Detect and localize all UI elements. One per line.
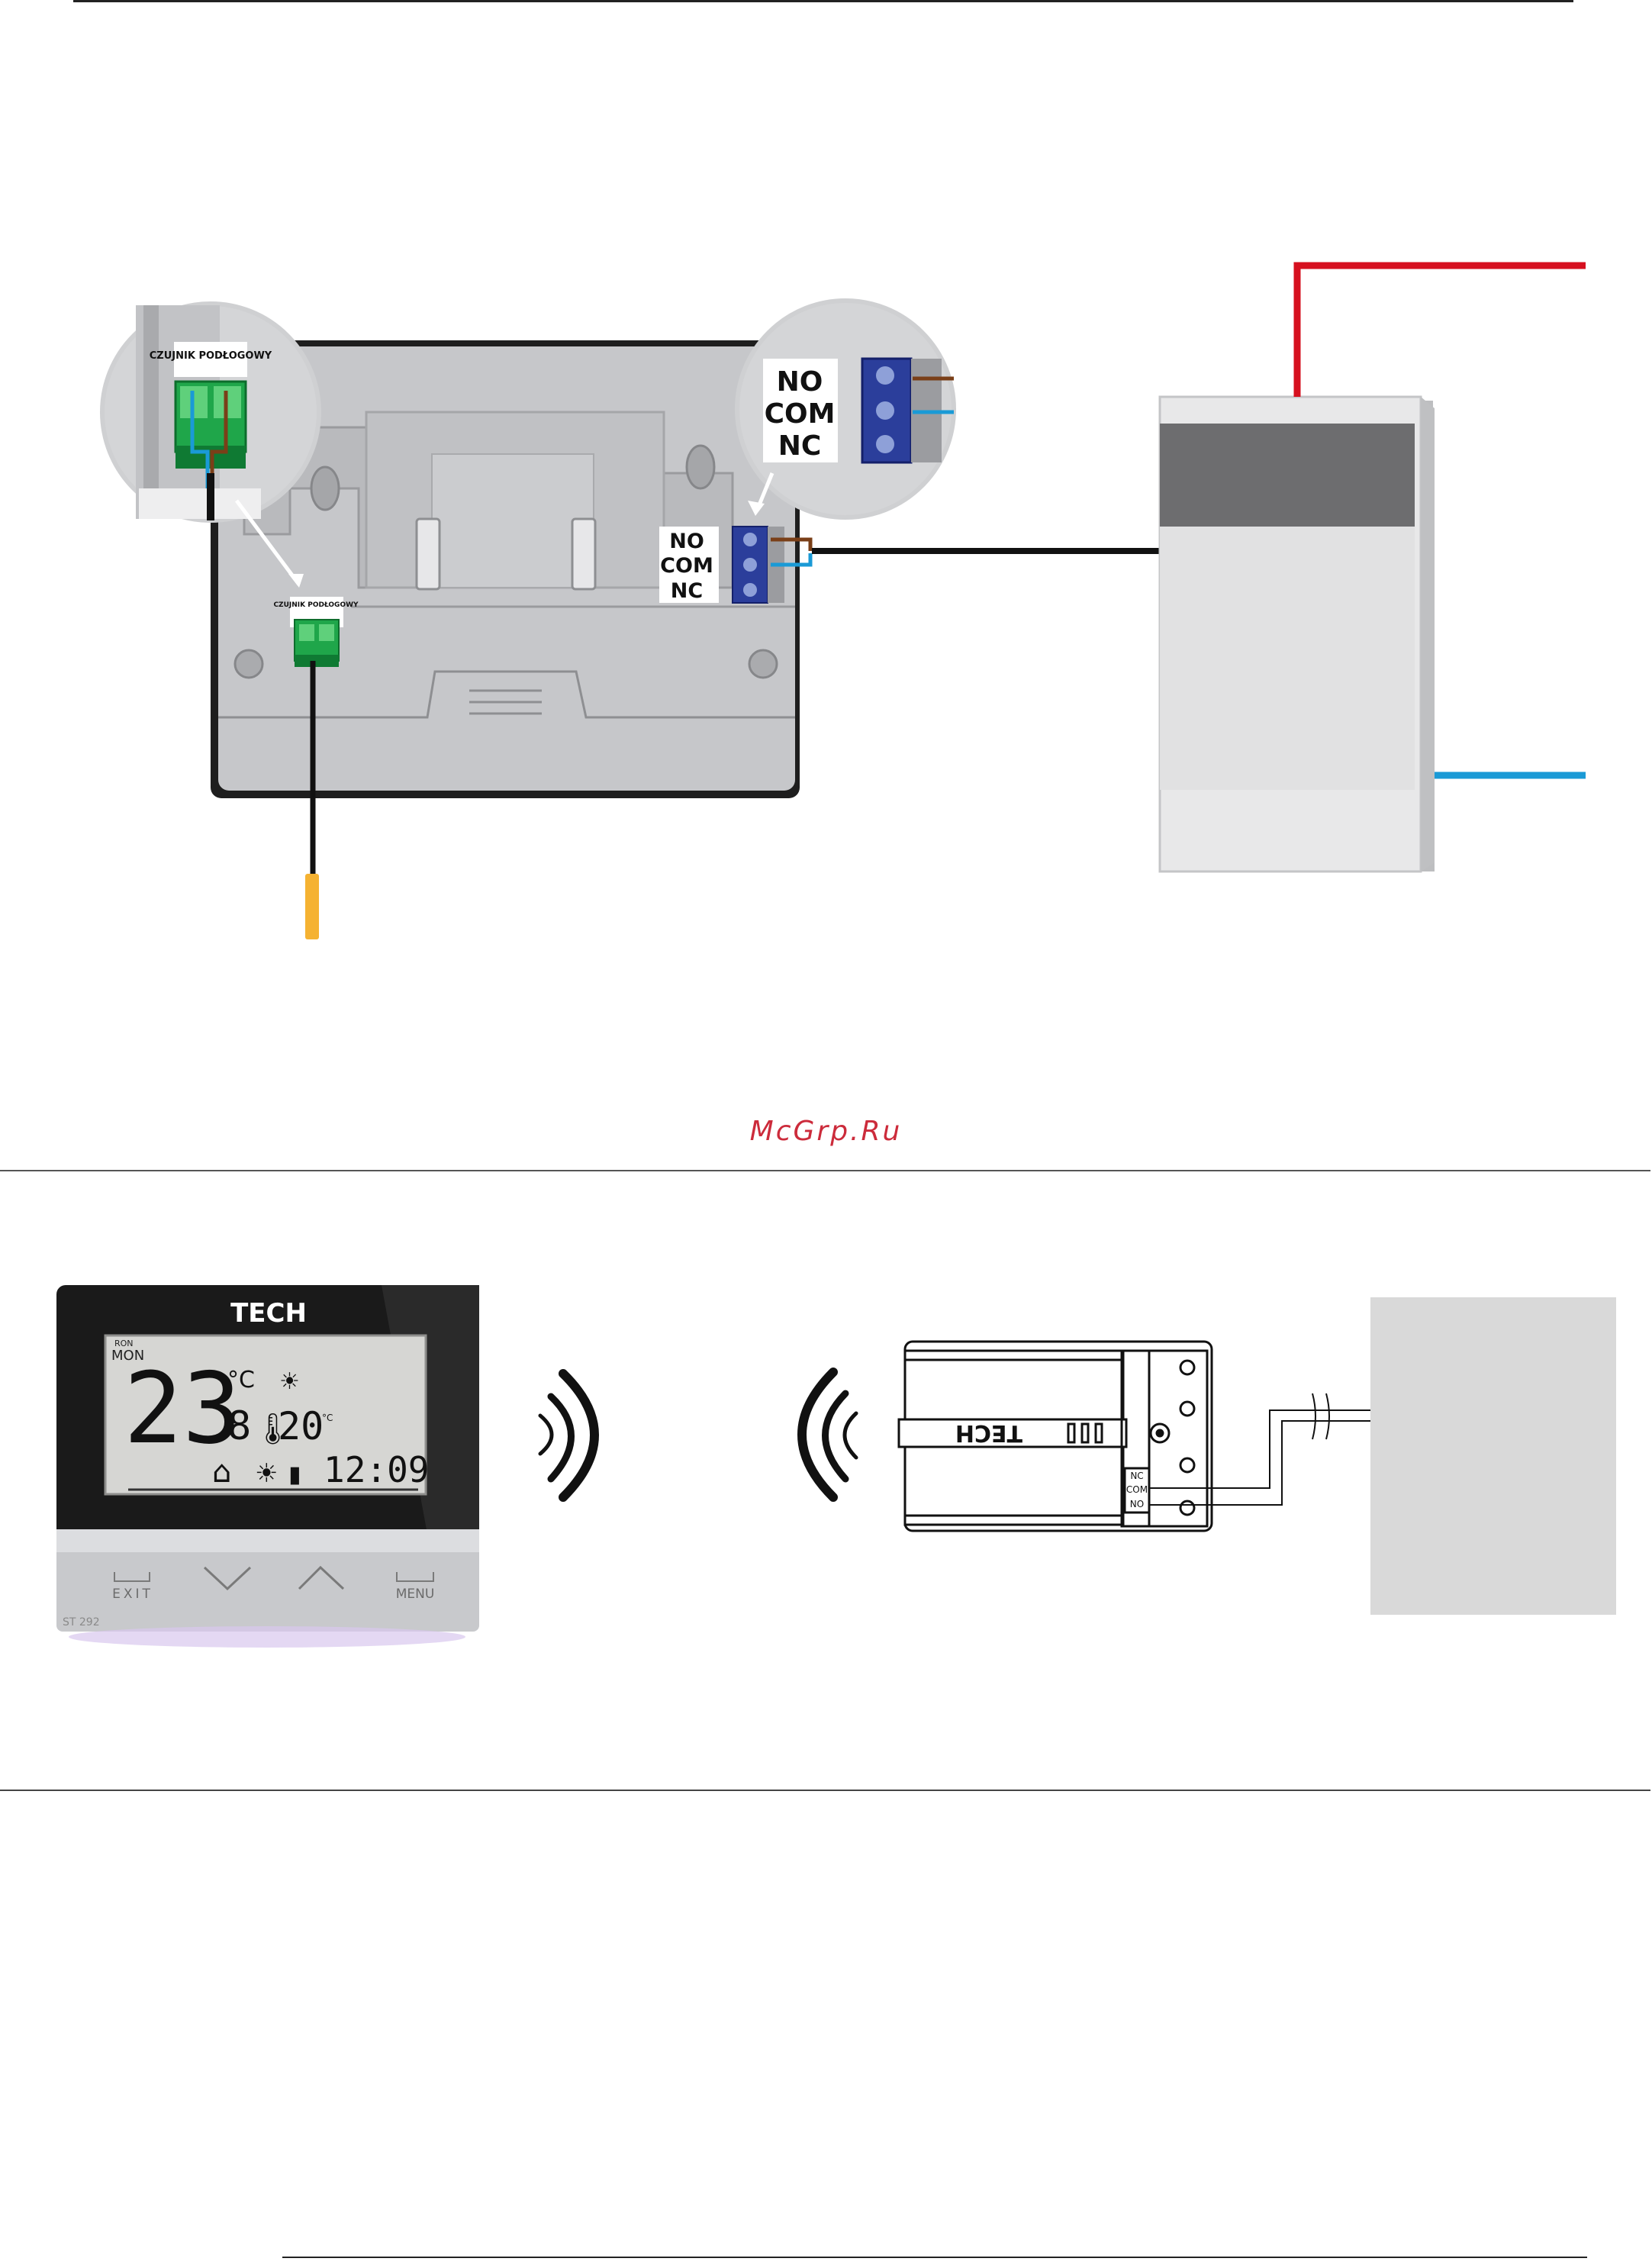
wireless-signal-in-icon [802,1372,856,1497]
thermostat-temp-main: 23 [124,1352,241,1466]
menu-button[interactable]: MENU [396,1587,435,1602]
receiver-com-label: COM [1126,1484,1148,1495]
thermostat-temp-set: 20 [278,1404,324,1448]
home-icon: ⌂ [212,1455,231,1490]
thermostat-temp-decimal: 8 [227,1403,251,1449]
thermostat-time: 12:09 [324,1449,429,1490]
sun-small-icon: ☀ [255,1458,278,1489]
receiver-nc-label: NC [1130,1471,1143,1481]
heating-device-box [1370,1297,1616,1615]
thermostat-temp-set-unit: °C [322,1413,333,1423]
receiver-module [899,1342,1212,1531]
wireless-signal-out-icon [540,1374,594,1497]
battery-icon: ▮ [288,1461,301,1488]
thermostat-brand: TECH [230,1298,307,1329]
receiver-brand: TECH [955,1419,1022,1446]
thermostat-model: ST 292 [63,1616,100,1629]
sun-icon: ☀ [279,1368,300,1395]
exit-button[interactable]: EXIT [112,1587,153,1602]
receiver-no-label: NO [1130,1499,1144,1509]
thermostat-temp-unit: °C [227,1367,255,1393]
